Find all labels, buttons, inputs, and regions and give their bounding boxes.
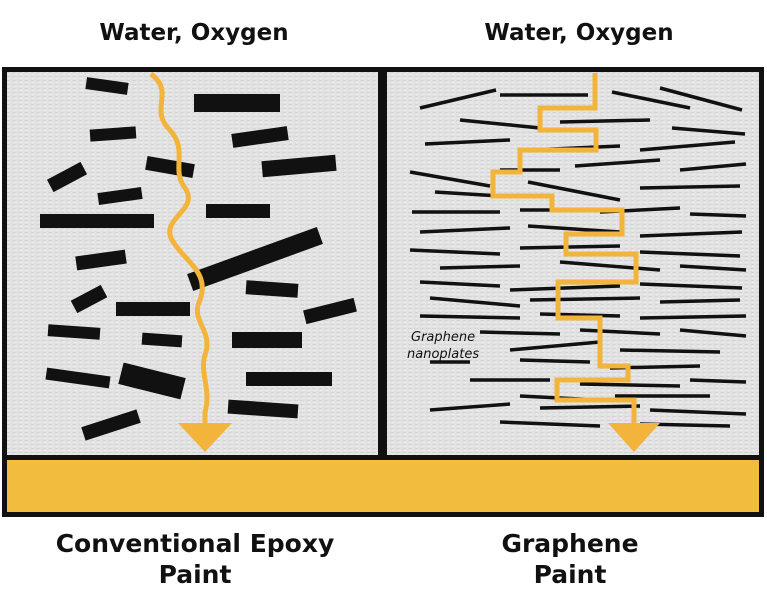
left-top-label: Water, Oxygen [99, 20, 289, 46]
epoxy-particle [46, 161, 88, 193]
left-diffusion-path [149, 72, 210, 426]
graphene-annotation-line2: nanoplates [407, 347, 479, 362]
epoxy-particle [89, 126, 137, 142]
epoxy-particle [232, 332, 302, 348]
left-bottom-label-line1: Conventional Epoxy [55, 529, 335, 558]
epoxy-particle [194, 94, 280, 112]
epoxy-particle [47, 324, 101, 340]
graphene-nanoplate [434, 190, 501, 198]
epoxy-particle [75, 249, 127, 271]
graphene-nanoplate [639, 230, 743, 238]
epoxy-particle [40, 214, 154, 228]
graphene-nanoplate [579, 328, 661, 336]
right-top-label: Water, Oxygen [484, 20, 674, 46]
right-bottom-label-line2: Paint [533, 560, 607, 589]
graphene-nanoplate [459, 118, 541, 130]
epoxy-particle [97, 186, 143, 206]
graphene-nanoplate [559, 118, 651, 124]
graphene-nanoplate [519, 358, 591, 364]
graphene-nanoplate [579, 382, 681, 388]
graphene-nanoplate [429, 402, 511, 412]
epoxy-particle [81, 409, 141, 441]
graphene-nanoplate [424, 138, 511, 146]
graphene-nanoplate [649, 408, 747, 416]
graphene-nanoplate [479, 330, 561, 336]
graphene-nanoplate [679, 264, 747, 272]
right-arrowhead [608, 423, 660, 452]
graphene-nanoplate [574, 158, 661, 168]
epoxy-particle [145, 155, 195, 179]
graphene-nanoplate [639, 250, 741, 258]
epoxy-particle [187, 226, 323, 292]
graphene-nanoplate [659, 298, 741, 304]
epoxy-particle [118, 362, 186, 400]
graphene-nanoplate [539, 312, 621, 318]
graphene-nanoplate [509, 340, 601, 352]
epoxy-particle [70, 284, 108, 314]
epoxy-particle [303, 297, 357, 325]
epoxy-particle [231, 126, 289, 148]
graphene-nanoplate [419, 88, 497, 110]
graphene-nanoplate [429, 296, 521, 308]
graphene-nanoplate [409, 170, 491, 188]
left-bottom-label: Conventional Epoxy Paint [30, 528, 360, 590]
right-diffusion-path [490, 73, 639, 426]
graphene-nanoplate [527, 224, 621, 234]
graphene-nanoplate [639, 184, 741, 190]
epoxy-particle [141, 332, 183, 348]
graphene-annotation-line1: Graphene [411, 330, 475, 345]
graphene-nanoplate [679, 162, 747, 172]
graphene-nanoplate [611, 90, 691, 110]
graphene-nanoplates [409, 86, 747, 428]
graphene-nanoplate [679, 328, 747, 338]
graphene-nanoplate [409, 248, 501, 256]
left-arrowhead [178, 423, 232, 452]
graphene-nanoplate [529, 296, 641, 302]
epoxy-particle [261, 154, 337, 178]
graphene-nanoplate [419, 226, 511, 234]
epoxy-particle [116, 302, 190, 316]
epoxy-particles [40, 77, 357, 441]
graphene-nanoplate [659, 86, 743, 112]
graphene-nanoplate [539, 404, 641, 410]
graphene-nanoplate [527, 180, 621, 202]
graphene-nanoplate [519, 244, 621, 250]
epoxy-particle [85, 77, 129, 95]
right-bottom-label-line1: Graphene [501, 529, 639, 558]
epoxy-particle [227, 399, 299, 419]
graphene-nanoplate [639, 282, 743, 290]
left-bottom-label-line2: Paint [158, 560, 232, 589]
graphene-nanoplate [671, 126, 746, 136]
epoxy-particle [245, 280, 299, 298]
graphene-nanoplate [639, 314, 747, 320]
graphene-nanoplate [689, 212, 747, 218]
epoxy-particle [246, 372, 332, 386]
epoxy-particle [45, 367, 111, 389]
graphene-nanoplate [509, 284, 621, 292]
graphene-nanoplate [499, 420, 601, 428]
graphene-nanoplate [639, 140, 736, 152]
substrate-layer [7, 460, 759, 512]
graphene-nanoplate [619, 348, 721, 354]
graphene-nanoplate [689, 378, 747, 384]
graphene-nanoplate [419, 280, 501, 288]
epoxy-particle [206, 204, 270, 218]
graphene-nanoplate [419, 314, 521, 320]
graphene-nanoplate [439, 264, 521, 270]
right-bottom-label: Graphene Paint [420, 528, 720, 590]
graphene-nanoplate [559, 260, 661, 272]
